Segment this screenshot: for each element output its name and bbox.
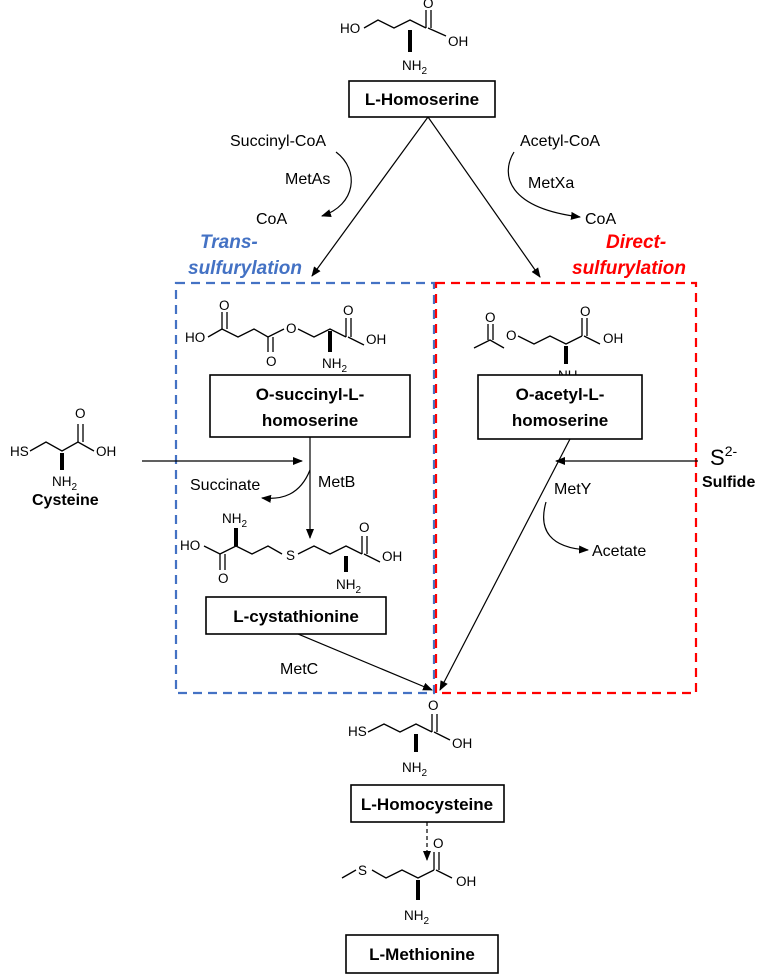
atom-nh2: NH2 bbox=[402, 58, 428, 77]
methionine-structure: S O OH NH2 bbox=[341, 836, 476, 927]
svg-text:O: O bbox=[218, 571, 229, 586]
transsulfurylation-region bbox=[174, 281, 436, 695]
coa-left-label: CoA bbox=[256, 211, 287, 228]
svg-text:O: O bbox=[75, 406, 86, 421]
sulfide-label: Sulfide bbox=[702, 474, 755, 491]
svg-text:O: O bbox=[266, 354, 277, 369]
svg-text:O: O bbox=[286, 321, 297, 336]
svg-text:NH2: NH2 bbox=[322, 356, 348, 375]
succinate-curve bbox=[261, 469, 311, 503]
homocysteine-structure: HS O OH NH2 bbox=[348, 698, 472, 779]
svg-text:NH2: NH2 bbox=[402, 760, 428, 779]
svg-text:OH: OH bbox=[382, 549, 402, 564]
svg-text:HO: HO bbox=[180, 538, 200, 553]
arrow-to-trans bbox=[311, 116, 429, 277]
svg-text:OH: OH bbox=[603, 331, 623, 346]
acetyl-homoserine-line1: O-acetyl-L- bbox=[516, 385, 605, 404]
homoserine-box bbox=[348, 80, 496, 118]
svg-text:NH2: NH2 bbox=[404, 908, 430, 927]
acetyl-homoserine-structure: O O O OH NH2 bbox=[473, 304, 623, 387]
succinyl-homoserine-structure: HO O O O O OH NH2 bbox=[185, 298, 386, 375]
svg-text:NH2: NH2 bbox=[222, 511, 248, 530]
svg-text:OH: OH bbox=[366, 332, 386, 347]
cystathionine-structure: HO O NH2 S O OH NH2 bbox=[180, 511, 402, 596]
svg-text:HS: HS bbox=[10, 444, 29, 459]
succinyl-homoserine-box bbox=[209, 374, 411, 438]
acetate-label: Acetate bbox=[592, 543, 646, 560]
homoserine-label: L-Homoserine bbox=[365, 90, 479, 109]
svg-text:O: O bbox=[219, 298, 230, 313]
acetyl-homoserine-box bbox=[477, 374, 643, 440]
succinyl-homoserine-line1: O-succinyl-L- bbox=[256, 385, 365, 404]
svg-text:HO: HO bbox=[185, 330, 205, 345]
acetate-curve bbox=[543, 501, 589, 554]
direct-label-line1: Direct- bbox=[606, 232, 666, 253]
mety-arrow bbox=[439, 438, 571, 691]
svg-text:HS: HS bbox=[348, 724, 367, 739]
methionine-label: L-Methionine bbox=[369, 945, 475, 964]
acetyl-homoserine-line2: homoserine bbox=[512, 411, 608, 430]
atom-oh: OH bbox=[448, 34, 468, 49]
succinyl-coa-label: Succinyl-CoA bbox=[230, 133, 326, 150]
metxa-label: MetXa bbox=[528, 175, 574, 192]
direct-label-line2: sulfurylation bbox=[572, 258, 686, 279]
methionine-box bbox=[345, 934, 499, 974]
metxa-curve bbox=[507, 151, 581, 220]
svg-text:O: O bbox=[343, 303, 354, 318]
coa-right-label: CoA bbox=[585, 211, 616, 228]
cysteine-structure: HS O OH NH2 bbox=[10, 406, 116, 493]
svg-text:O: O bbox=[428, 698, 439, 713]
svg-text:OH: OH bbox=[456, 874, 476, 889]
succinate-label: Succinate bbox=[190, 477, 260, 494]
trans-label-line1: Trans- bbox=[200, 232, 258, 253]
svg-text:O: O bbox=[485, 310, 496, 325]
svg-text:OH: OH bbox=[96, 444, 116, 459]
svg-text:O: O bbox=[359, 520, 370, 535]
arrow-to-direct bbox=[427, 116, 541, 278]
svg-text:S: S bbox=[358, 863, 367, 878]
metas-curve bbox=[321, 151, 352, 218]
cystathionine-box bbox=[205, 596, 387, 635]
svg-text:OH: OH bbox=[452, 736, 472, 751]
svg-text:O: O bbox=[433, 836, 444, 851]
metb-label: MetB bbox=[318, 474, 355, 491]
succinyl-homoserine-line2: homoserine bbox=[262, 411, 358, 430]
directsulfurylation-region bbox=[434, 281, 698, 695]
svg-text:O: O bbox=[580, 304, 591, 319]
trans-label-line2: sulfurylation bbox=[188, 258, 302, 279]
homoserine-structure: HO O OH NH2 bbox=[340, 0, 468, 77]
metas-label: MetAs bbox=[285, 171, 330, 188]
metc-label: MetC bbox=[280, 661, 318, 678]
sulfide-symbol: S2- bbox=[710, 443, 737, 470]
acetyl-coa-label: Acetyl-CoA bbox=[520, 133, 600, 150]
svg-text:NH2: NH2 bbox=[336, 577, 362, 596]
svg-text:O: O bbox=[506, 328, 517, 343]
svg-text:S: S bbox=[286, 548, 295, 563]
cysteine-label: Cysteine bbox=[32, 492, 99, 509]
mety-label: MetY bbox=[554, 481, 592, 498]
svg-text:NH2: NH2 bbox=[52, 474, 78, 493]
atom-o: O bbox=[423, 0, 434, 11]
cystathionine-label: L-cystathionine bbox=[233, 607, 359, 626]
atom-ho: HO bbox=[340, 21, 360, 36]
metc-arrow bbox=[297, 633, 433, 691]
homocysteine-label: L-Homocysteine bbox=[361, 795, 493, 814]
